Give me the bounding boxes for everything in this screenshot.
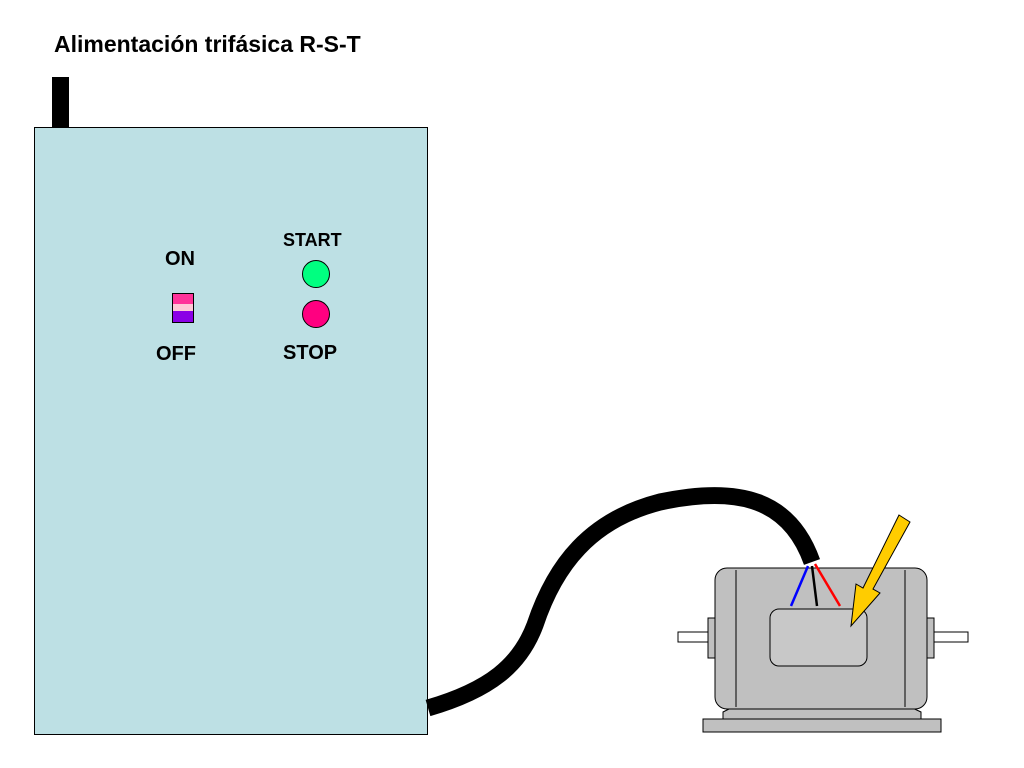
on-off-switch[interactable]: [172, 293, 194, 323]
switch-on-segment: [173, 294, 193, 304]
stop-button[interactable]: [302, 300, 330, 328]
page-title: Alimentación trifásica R-S-T: [54, 31, 361, 57]
wire-red: [813, 563, 842, 607]
supply-cable: [52, 77, 69, 128]
arrow-icon: [850, 514, 911, 628]
on-label: ON: [165, 248, 195, 270]
electric-motor: [677, 567, 969, 733]
motor-cable: [425, 487, 821, 717]
motor-wires: [789, 563, 842, 607]
off-label: OFF: [156, 343, 196, 365]
wire-blue: [789, 565, 810, 607]
start-button[interactable]: [302, 260, 330, 288]
motor-terminal-box: [769, 608, 868, 667]
wire-black: [810, 565, 819, 607]
start-label: START: [283, 230, 342, 250]
motor-base: [702, 718, 942, 733]
motor-shaft-left: [677, 631, 711, 643]
switch-off-segment: [173, 311, 193, 322]
stop-label: STOP: [283, 342, 338, 364]
switch-middle-segment: [173, 304, 193, 311]
motor-shaft-right: [933, 631, 969, 643]
control-cabinet: ON OFF START STOP: [34, 127, 428, 735]
